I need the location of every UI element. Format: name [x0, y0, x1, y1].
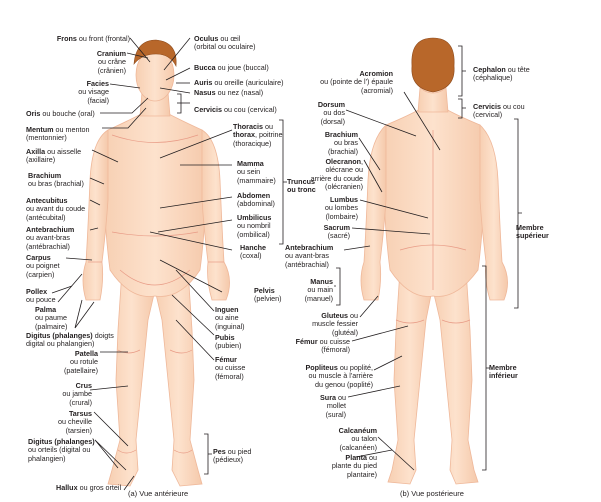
- caption-posterior: (b) Vue postérieure: [400, 489, 464, 498]
- label-hanche: Hanche(coxal): [240, 243, 266, 261]
- label-oculus: Oculus ou œil(orbital ou oculaire): [194, 34, 256, 52]
- label-popliteus: Popliteus ou poplité,ou muscle à l'arriè…: [305, 363, 373, 389]
- label-cervicis: Cervicis ou cou (cervical): [194, 105, 277, 114]
- label-axilla: Axilla ou aisselle(axillaire): [26, 147, 82, 165]
- label-pelvis: Pelvis(pelvien): [254, 286, 282, 304]
- label-sacrum: Sacrum(sacré): [323, 223, 350, 241]
- label-oris: Oris ou bouche (oral): [26, 109, 95, 118]
- leader-lines-posterior: [334, 45, 522, 471]
- label-auris: Auris ou oreille (auriculaire): [194, 78, 284, 87]
- label-hallux: Hallux ou gros orteil: [56, 483, 122, 492]
- posterior-hair: [411, 37, 455, 93]
- label-nasus: Nasus ou nez (nasal): [194, 88, 264, 97]
- leader-lines: [51, 37, 287, 491]
- label-digitus-foot: Digitus (phalanges)ou orteils (digital o…: [28, 437, 95, 463]
- anterior-body: [82, 48, 230, 487]
- label-pubis: Pubis(pubien): [215, 333, 242, 351]
- label-mentum: Mentum ou menton(mentonnier): [26, 125, 90, 143]
- label-frons: Frons ou front (frontal): [56, 34, 130, 43]
- label-bucca: Bucca ou joue (buccal): [194, 63, 269, 72]
- posterior-region-lines: [395, 130, 471, 324]
- caption-anterior: (a) Vue antérieure: [128, 489, 189, 498]
- anterior-hair: [133, 39, 177, 68]
- label-cervicis-post: Cervicis ou cou(cervical): [473, 102, 525, 120]
- anterior-region-lines: [88, 134, 224, 454]
- label-cephalon: Cephalon ou tête(céphalique): [473, 65, 530, 83]
- label-pes: Pes ou pied(pédieux): [213, 447, 252, 465]
- label-femur-post: Fémur ou cuisse(fémoral): [295, 337, 350, 355]
- label-abdomen: Abdomen(abdominal): [237, 191, 275, 209]
